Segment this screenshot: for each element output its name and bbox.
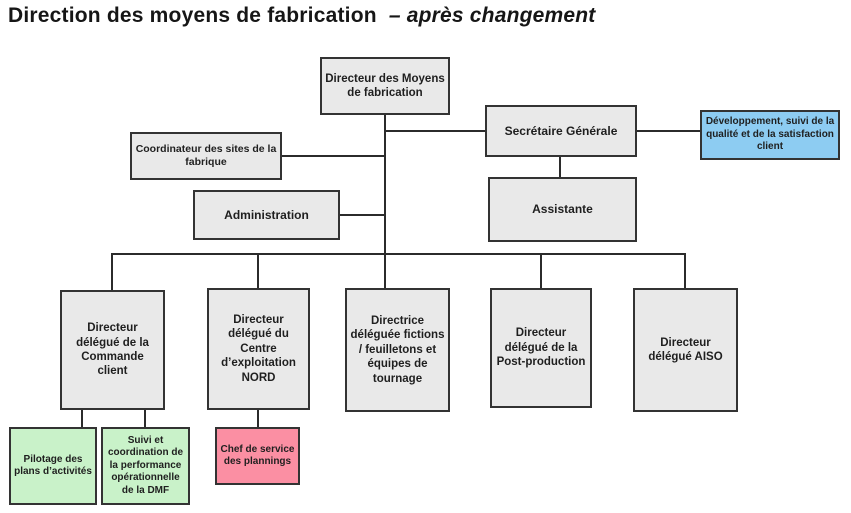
node-delegue-post-production: Directeur délégué de la Post-production <box>490 288 592 408</box>
node-directeur-moyens-fabrication: Directeur des Moyens de fabrication <box>320 57 450 115</box>
node-deleguee-fictions-label: Directrice déléguée fictions / feuilleto… <box>350 315 445 385</box>
node-developpement-qualite-label: Développement, suivi de la qualité et de… <box>705 116 835 153</box>
node-delegue-commande-client-label: Directeur délégué de la Commande client <box>76 322 149 378</box>
node-coordinateur-sites-label: Coordinateur des sites de la fabrique <box>135 142 277 168</box>
node-chef-plannings: Chef de service des plannings <box>215 427 300 485</box>
node-coordinateur-sites: Coordinateur des sites de la fabrique <box>130 132 282 180</box>
node-suivi-performance: Suivi et coordination de la performance … <box>101 427 190 505</box>
node-delegue-post-production-label: Directeur délégué de la Post-production <box>496 327 586 369</box>
node-delegue-aiso-label: Directeur délégué AISO <box>648 336 723 363</box>
node-secretaire-generale-label: Secrétaire Générale <box>504 123 618 138</box>
connector-delegates-bus <box>111 253 686 255</box>
node-deleguee-fictions: Directrice déléguée fictions / feuilleto… <box>345 288 450 412</box>
node-assistante: Assistante <box>488 177 637 242</box>
connector-stub-plannings <box>257 410 259 427</box>
connector-stub-commande <box>111 253 113 290</box>
connector-root-secretary <box>385 130 485 132</box>
node-delegue-commande-client: Directeur délégué de la Commande client <box>60 290 165 410</box>
connector-administration-trunk <box>340 214 385 216</box>
node-assistante-label: Assistante <box>532 202 593 216</box>
connector-secretary-assistant <box>559 157 561 177</box>
page-title: Direction des moyens de fabrication – ap… <box>8 4 596 28</box>
connector-stub-pilotage <box>81 410 83 427</box>
connector-root-trunk <box>384 115 386 288</box>
node-delegue-centre-nord: Directeur délégué du Centre d’exploitati… <box>207 288 310 410</box>
node-administration-label: Administration <box>224 207 309 222</box>
connector-stub-aiso <box>684 253 686 288</box>
node-pilotage-plans-label: Pilotage des plans d’activités <box>14 453 92 478</box>
node-directeur-moyens-fabrication-label: Directeur des Moyens de fabrication <box>325 72 445 99</box>
node-pilotage-plans: Pilotage des plans d’activités <box>9 427 97 505</box>
node-administration: Administration <box>193 190 340 240</box>
page-title-main: Direction des moyens de fabrication <box>8 4 377 27</box>
connector-stub-postprod <box>540 253 542 288</box>
node-suivi-performance-label: Suivi et coordination de la performance … <box>108 434 183 496</box>
node-delegue-centre-nord-label: Directeur délégué du Centre d’exploitati… <box>221 314 296 384</box>
connector-stub-suivi <box>144 410 146 427</box>
node-secretaire-generale: Secrétaire Générale <box>485 105 637 157</box>
connector-coordinator-trunk <box>282 155 385 157</box>
node-developpement-qualite: Développement, suivi de la qualité et de… <box>700 110 840 160</box>
connector-stub-nord <box>257 253 259 288</box>
node-delegue-aiso: Directeur délégué AISO <box>633 288 738 412</box>
node-chef-plannings-label: Chef de service des plannings <box>220 443 295 468</box>
connector-secretary-development <box>637 130 700 132</box>
page-title-suffix: – après changement <box>388 4 596 27</box>
